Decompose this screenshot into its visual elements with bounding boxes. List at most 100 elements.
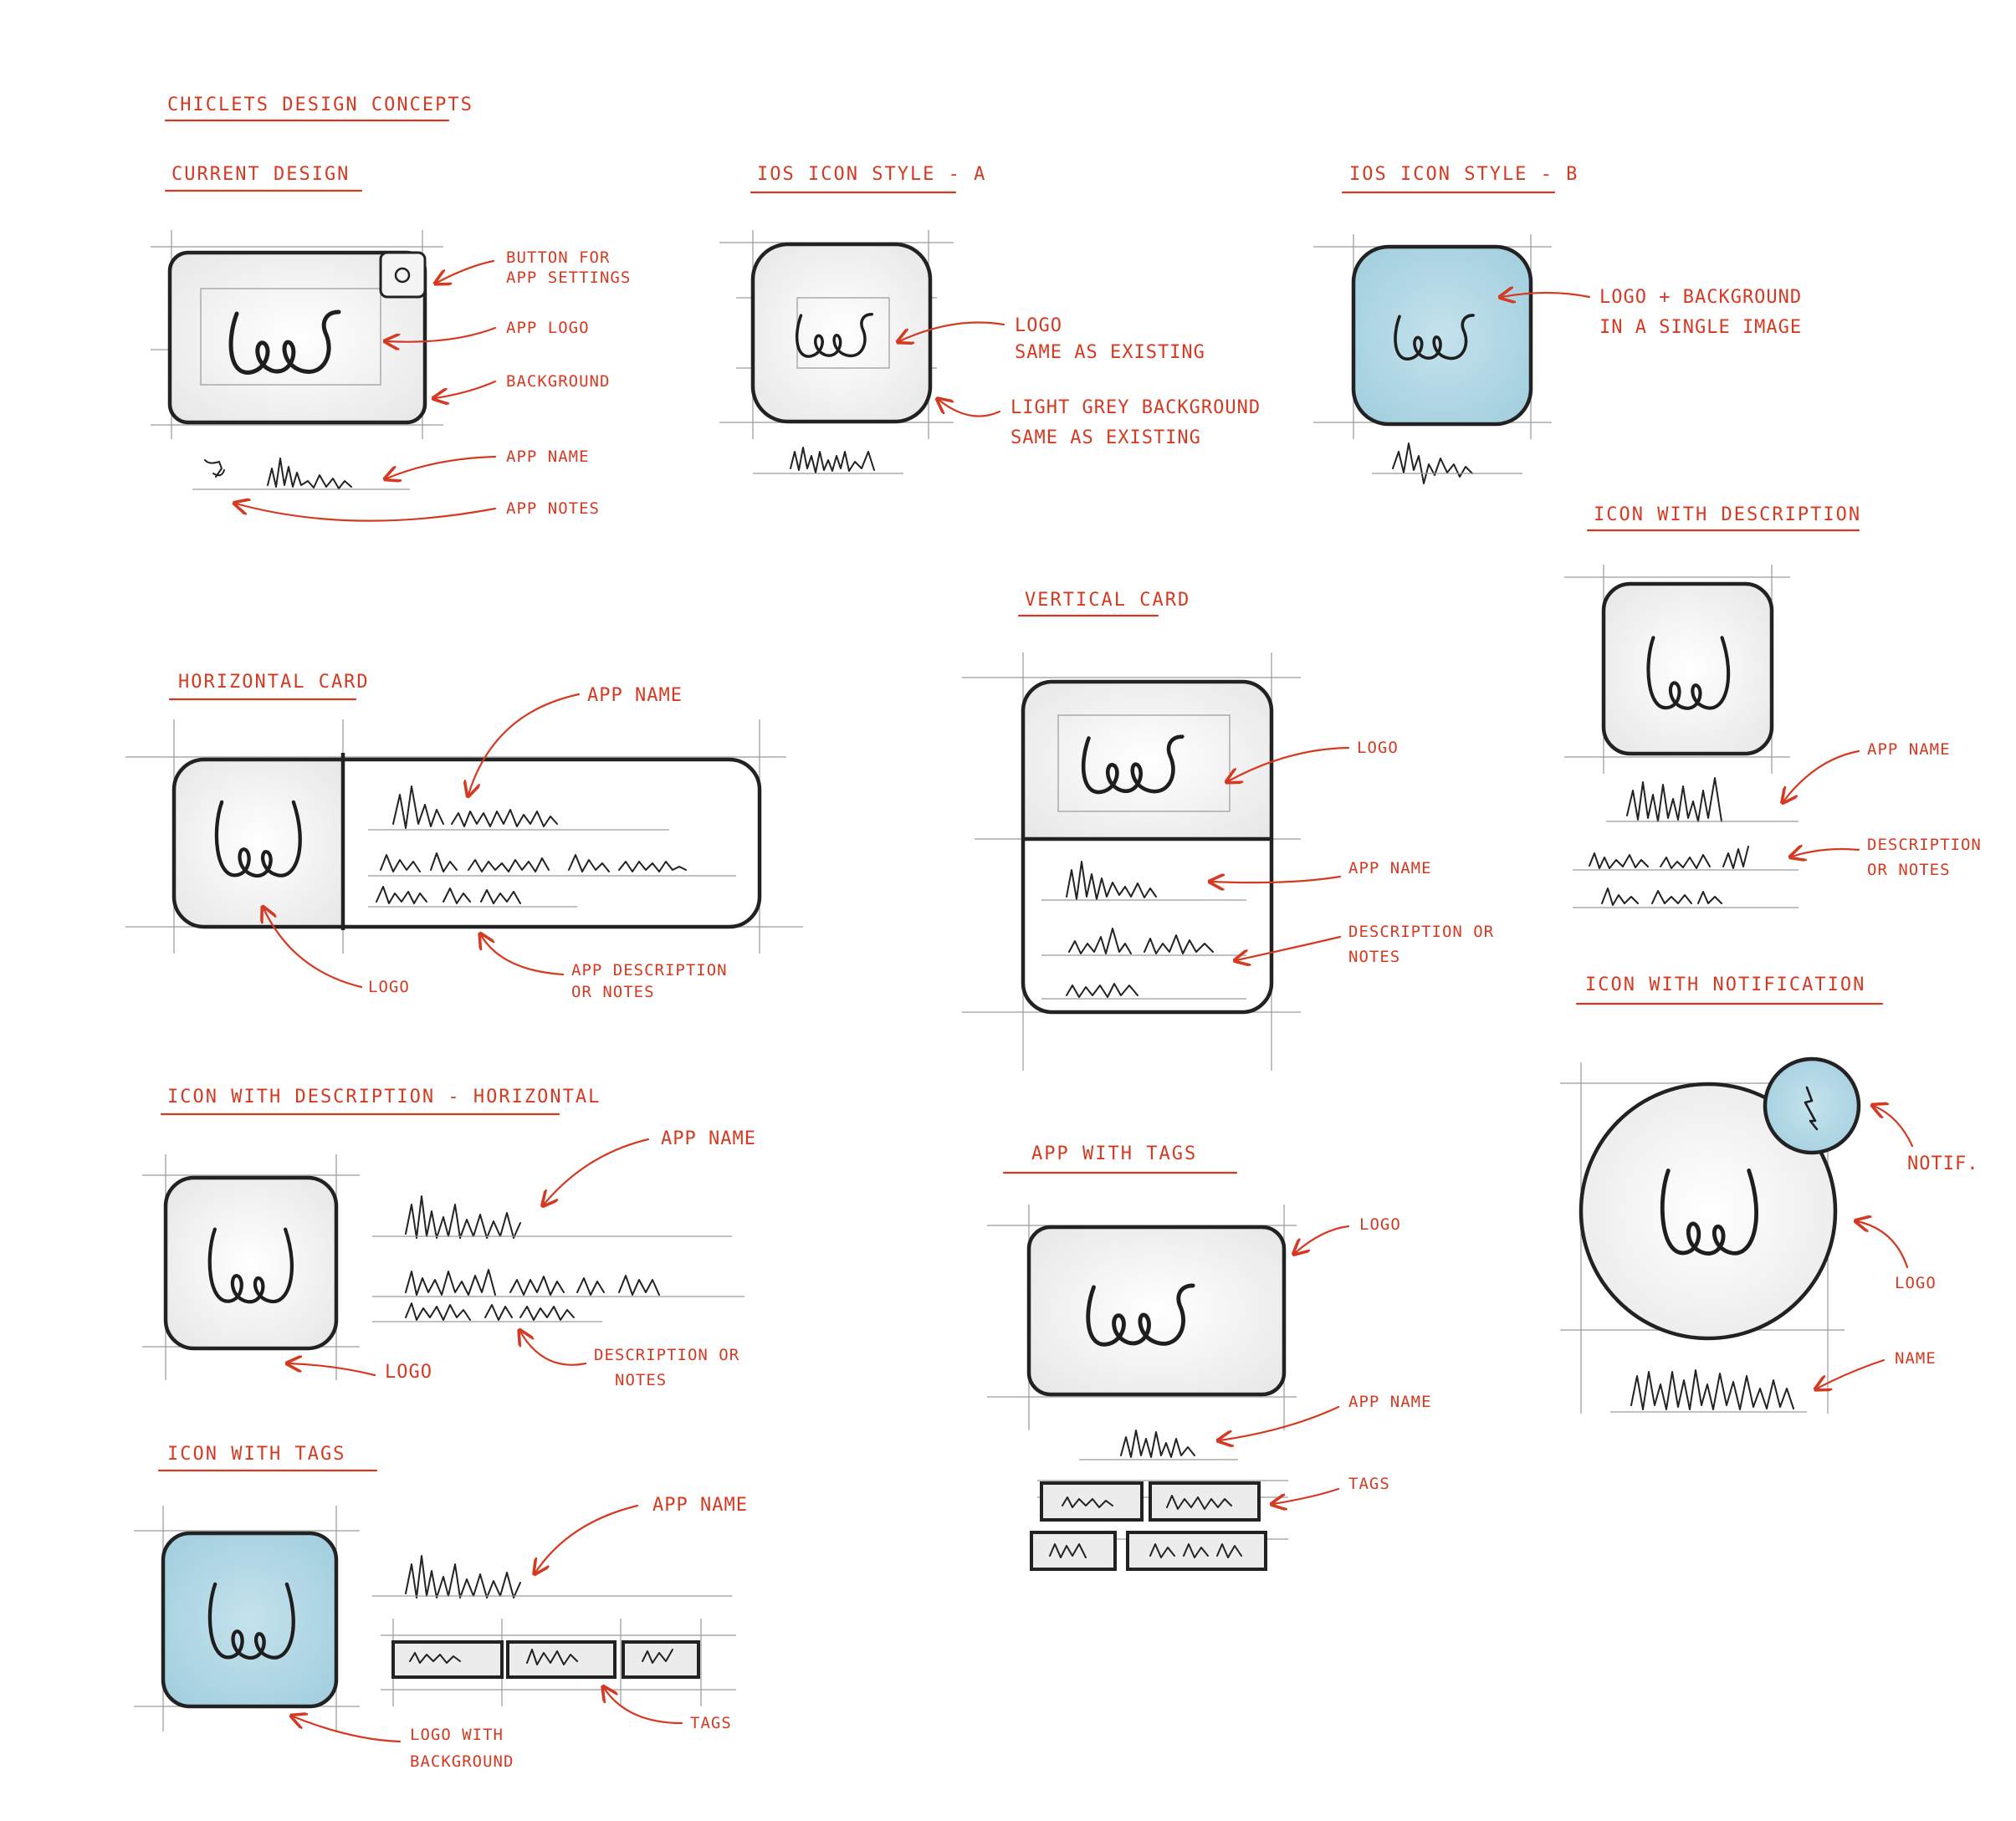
label-description: Description — [1867, 836, 1982, 854]
tag-3[interactable] — [1030, 1531, 1117, 1571]
label-app-logo: App logo — [506, 319, 590, 337]
section-icon-with-tags: Icon with tags App name Tags Logo with b… — [134, 1444, 748, 1771]
label-app-name: App name — [587, 685, 683, 706]
section-icon-notification: Icon with notification Notif. Logo Name — [1560, 974, 1978, 1414]
label-single-image: in a single image — [1599, 317, 1802, 338]
icon-description-horizontal-icon — [163, 1175, 339, 1351]
app-name-scribble — [392, 785, 558, 829]
tag-1[interactable] — [1040, 1481, 1144, 1522]
app-name-scribble — [790, 447, 875, 473]
label-same-as-existing-2: same as existing — [1011, 427, 1201, 448]
label-tags: Tags — [1348, 1475, 1390, 1493]
settings-button[interactable] — [379, 251, 427, 299]
heading-horizontal-card: Horizontal card — [178, 672, 370, 693]
notification-app-icon — [1579, 1082, 1838, 1341]
notification-badge[interactable] — [1763, 1056, 1861, 1155]
settings-icon — [394, 267, 411, 284]
description-scribble — [380, 852, 687, 872]
ios-a-icon — [750, 242, 933, 424]
label-app-settings: app settings — [506, 269, 631, 287]
horizontal-card-logo-area — [174, 760, 343, 927]
heading-app-with-tags: App with tags — [1031, 1143, 1197, 1164]
label-logo: Logo — [1895, 1274, 1937, 1292]
section-app-with-tags: App with tags Logo App name Tags — [987, 1143, 1432, 1571]
logo-guide-box — [1057, 714, 1231, 812]
logo-guide-box — [200, 288, 381, 386]
section-current-design: Current design Button for app settings A… — [151, 164, 631, 522]
label-app-name: App name — [1348, 859, 1432, 877]
label-description: Description or — [594, 1346, 739, 1364]
label-logo: Logo — [1359, 1215, 1401, 1234]
label-logo-bg: Logo + background — [1599, 287, 1802, 308]
notes-scribble — [1601, 887, 1722, 906]
label-or-notes: or notes — [1867, 861, 1951, 879]
heading-ios-a: iOS icon style - A — [757, 164, 986, 185]
heading-current-design: Current design — [171, 164, 350, 185]
label-notes: notes — [615, 1371, 667, 1389]
description-scribble — [1068, 928, 1214, 954]
tag-3[interactable] — [622, 1640, 700, 1679]
notification-count — [1804, 1086, 1819, 1131]
label-background: background — [410, 1752, 514, 1771]
app-name-scribble — [1066, 861, 1157, 900]
app-name-scribble — [1120, 1430, 1195, 1458]
label-logo: Logo — [368, 978, 410, 996]
current-card — [167, 250, 427, 425]
horizontal-card — [171, 757, 762, 929]
page-title: Chiclets design concepts — [164, 95, 473, 122]
label-tags: Tags — [690, 1714, 732, 1732]
label-light-grey-bg: Light grey background — [1011, 397, 1261, 418]
label-app-description: App description — [571, 961, 728, 980]
ios-b-icon — [1351, 244, 1533, 427]
label-button-for: Button for — [506, 248, 610, 267]
vertical-card — [1021, 679, 1274, 1015]
section-ios-a: iOS icon style - A Logo same as existing… — [719, 164, 1261, 474]
page-title-text: Chiclets design concepts — [167, 95, 473, 115]
tag-2[interactable] — [1149, 1481, 1261, 1522]
tag-4[interactable] — [1126, 1531, 1267, 1571]
section-vertical-card: Vertical card Logo App name Description … — [962, 590, 1494, 1071]
description-scribble — [1589, 846, 1749, 869]
name-scribble — [1630, 1369, 1794, 1410]
label-same-as-existing: same as existing — [1015, 342, 1205, 363]
icon-tags-icon — [161, 1531, 339, 1709]
app-name-scribble — [405, 1555, 521, 1598]
label-notif: Notif. — [1907, 1153, 1978, 1174]
app-name-scribble — [267, 458, 352, 489]
notes-scribble — [376, 886, 521, 904]
heading-icon-with-tags: Icon with tags — [167, 1444, 345, 1465]
label-logo-with: Logo with — [410, 1726, 504, 1744]
section-icon-description: Icon with description App name Descripti… — [1564, 504, 1982, 908]
label-app-name: App name — [652, 1495, 748, 1516]
notes-scribble — [1066, 983, 1138, 998]
heading-icon-notification: Icon with notification — [1585, 974, 1865, 995]
vertical-card-header — [1023, 682, 1272, 839]
heading-ios-b: iOS icon style - B — [1349, 164, 1579, 185]
label-description: Description or — [1348, 923, 1494, 941]
section-horizontal-card: Horizontal card App name Logo App descri… — [125, 672, 803, 1001]
app-name-scribble — [1392, 442, 1473, 484]
description-scribble — [405, 1269, 660, 1296]
app-name-scribble — [1626, 777, 1722, 822]
section-icon-description-horizontal: Icon with description - horizontal App n… — [142, 1087, 756, 1389]
heading-vertical-card: Vertical card — [1025, 590, 1190, 611]
heading-icon-description-horizontal: Icon with description - horizontal — [167, 1087, 601, 1107]
label-app-name: App name — [661, 1128, 756, 1149]
tag-1[interactable] — [391, 1640, 504, 1679]
label-name: Name — [1895, 1349, 1937, 1368]
label-logo: Logo — [1015, 315, 1062, 336]
heading-icon-description: Icon with description — [1594, 504, 1861, 525]
label-logo: Logo — [385, 1362, 432, 1383]
label-or-notes: or notes — [571, 983, 655, 1001]
label-notes: notes — [1348, 948, 1400, 966]
section-ios-b: iOS icon style - B Logo + background in … — [1313, 164, 1802, 484]
label-app-name: App name — [506, 448, 590, 466]
notes-scribble — [405, 1302, 575, 1321]
app-name-scribble — [405, 1195, 521, 1239]
label-logo: Logo — [1357, 739, 1399, 757]
label-app-name: App name — [1348, 1393, 1432, 1411]
label-app-name: App name — [1867, 740, 1951, 759]
icon-description-icon — [1601, 581, 1774, 756]
